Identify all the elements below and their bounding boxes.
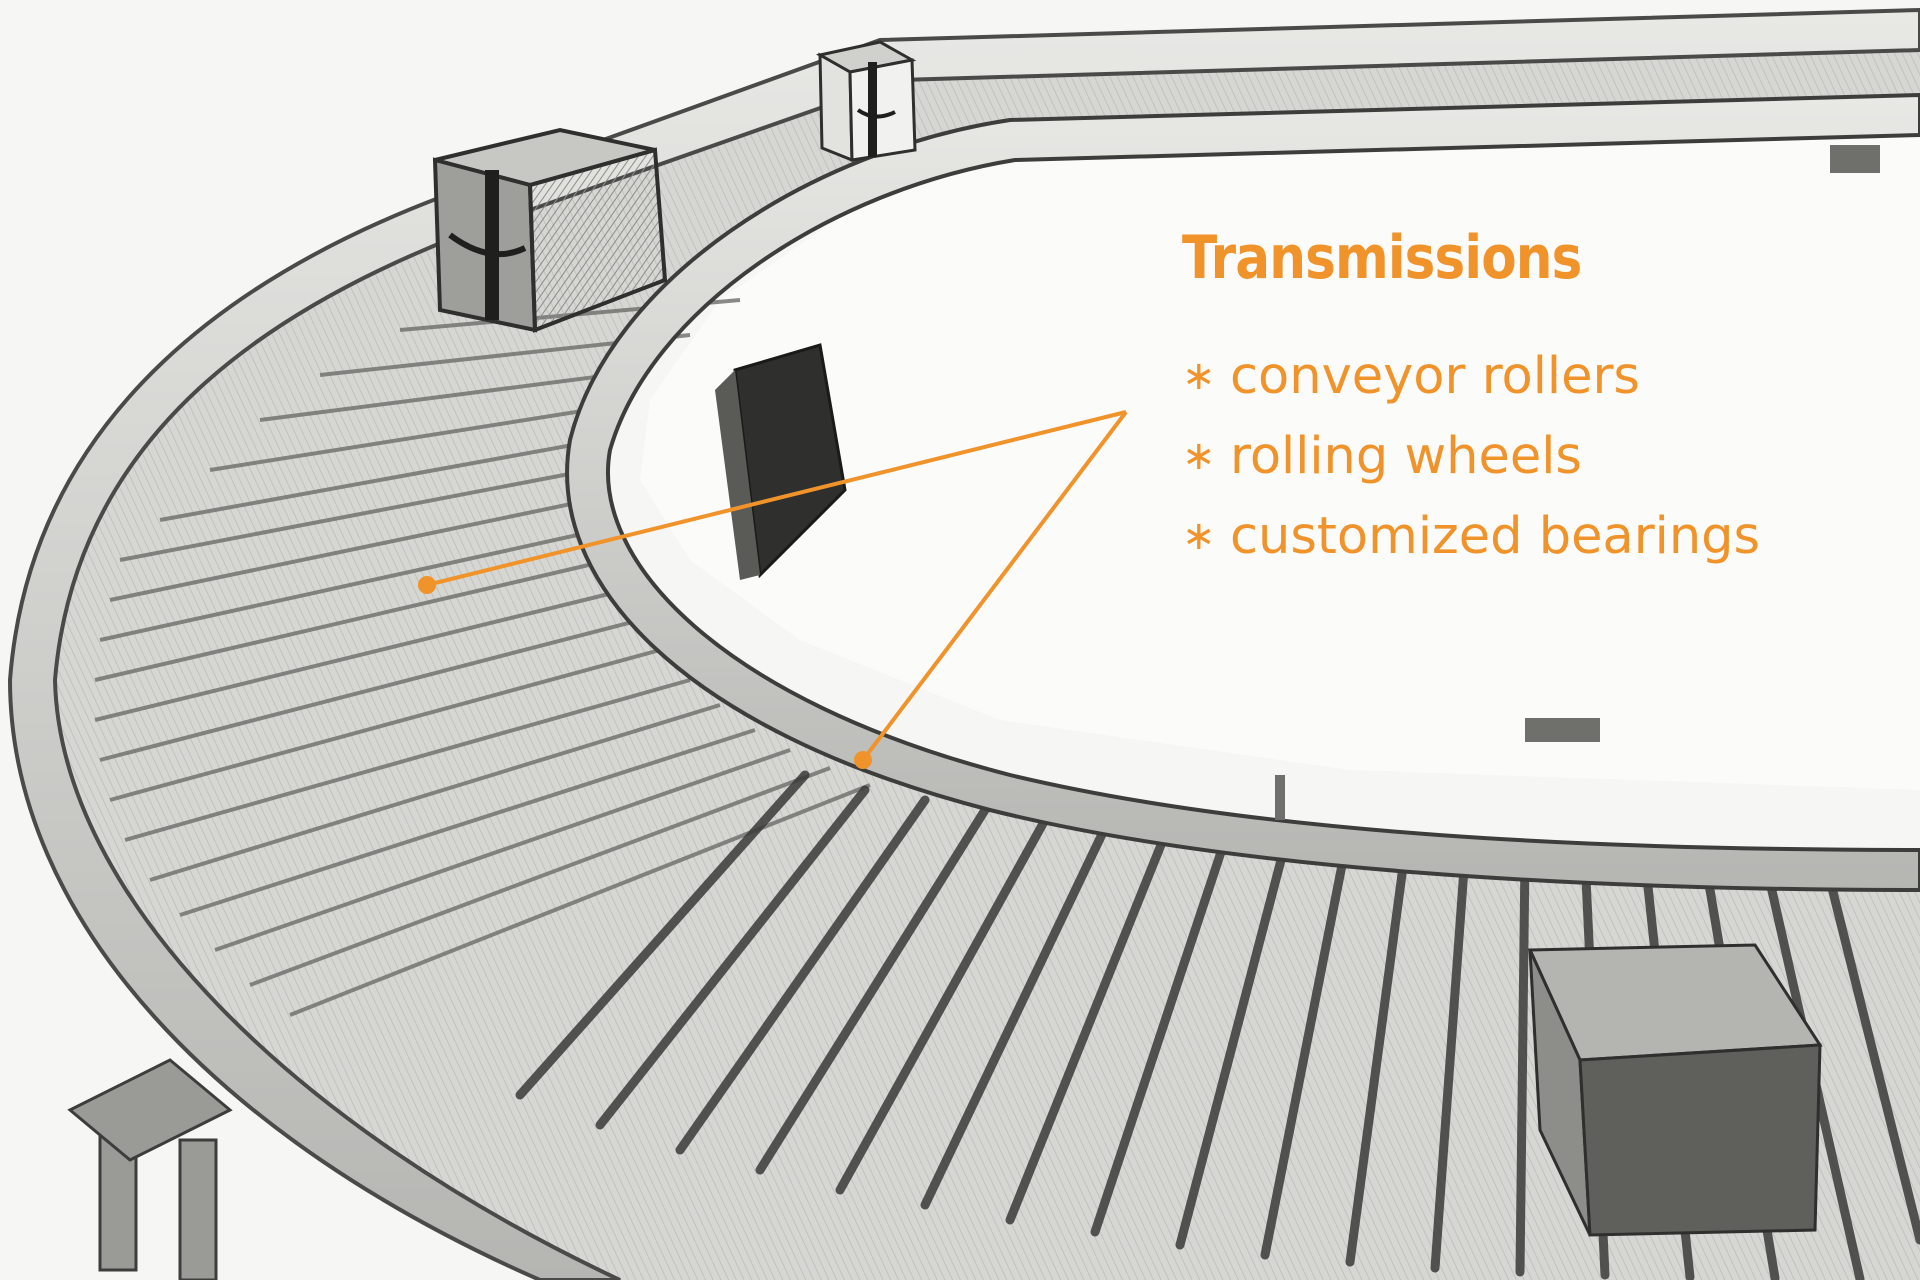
asterisk-bullet-icon: ∗ xyxy=(1182,353,1216,399)
asterisk-bullet-icon: ∗ xyxy=(1182,513,1216,559)
callout-item-label: conveyor rollers xyxy=(1230,346,1640,406)
callout-item-rolling-wheels: ∗ rolling wheels xyxy=(1182,416,1760,496)
inner-floor xyxy=(640,120,1920,790)
box-foreground xyxy=(1527,943,1823,1237)
box-large-smile xyxy=(432,127,668,333)
callout-item-customized-bearings: ∗ customized bearings xyxy=(1182,496,1760,576)
box-small-smile xyxy=(815,40,917,163)
support-legs xyxy=(67,1058,233,1280)
inner-guard-rail xyxy=(565,92,1920,893)
callout-list: ∗ conveyor rollers ∗ rolling wheels ∗ cu… xyxy=(1182,336,1760,576)
pointer-dot-rollers xyxy=(418,576,436,594)
callout-item-conveyor-rollers: ∗ conveyor rollers xyxy=(1182,336,1760,416)
callout-item-label: customized bearings xyxy=(1230,506,1761,566)
pointer-dot-wheels xyxy=(854,751,872,769)
callout-title: Transmissions xyxy=(1182,223,1582,293)
pointer-line-wheels xyxy=(861,410,1128,762)
curved-rollers xyxy=(94,298,871,1017)
rail-brackets xyxy=(1275,145,1880,820)
callout-pointers xyxy=(426,410,1128,762)
outer-guard-rail xyxy=(7,7,1920,1280)
pointer-line-rollers xyxy=(426,410,1127,587)
asterisk-bullet-icon: ∗ xyxy=(1182,433,1216,479)
callout-item-label: rolling wheels xyxy=(1230,426,1582,486)
